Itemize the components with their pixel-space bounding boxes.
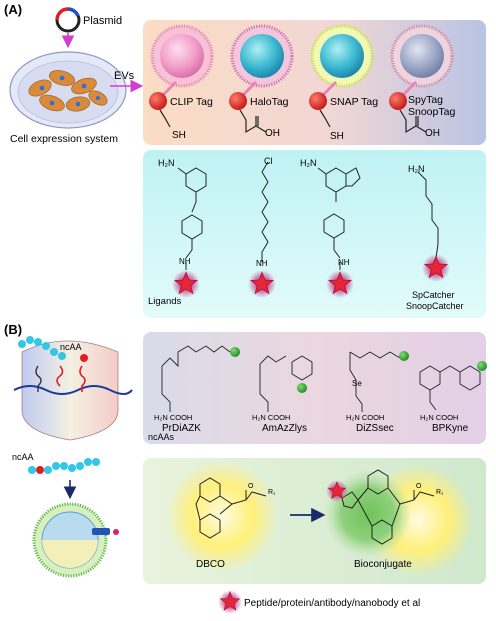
snap-ligand-structure — [317, 167, 361, 270]
ev-spytag-snooptag — [389, 24, 454, 134]
dbco-oxygen: O — [248, 483, 254, 490]
dizssec-se-atom: Se — [352, 379, 362, 388]
tag-4-group: OH — [425, 128, 440, 139]
spcatcher-name-2: SnoopCatcher — [406, 301, 464, 311]
spcatcher-structure — [417, 171, 439, 259]
clip-ligand-structure — [177, 167, 207, 270]
amazzlys-aa-group: H₂N COOH — [252, 413, 290, 422]
tag-1-group: SH — [172, 130, 186, 141]
bioconjugate-structure — [341, 469, 435, 545]
dbco-structure — [195, 477, 267, 539]
snap-ligand-nh: NH — [338, 258, 350, 267]
bioconjugate-label: Bioconjugate — [354, 559, 412, 570]
tag-1-name: CLIP Tag — [170, 96, 213, 108]
spcatcher-star — [422, 254, 450, 282]
bpkyne-structure — [419, 365, 481, 411]
dbco-r1: R₁ — [268, 489, 276, 496]
ncaa-3-name: DiZSsec — [356, 423, 394, 434]
ncaa-1-name: PrDiAZK — [162, 423, 201, 434]
panel-b-label: (B) — [4, 322, 22, 337]
ribosome-illustration — [13, 340, 133, 441]
dizssec-aa-group: H₂N COOH — [346, 413, 384, 422]
dbco-label: DBCO — [196, 559, 225, 570]
ncaa-4-name: BPKyne — [432, 423, 469, 434]
ligands-caption: Ligands — [148, 296, 182, 307]
prdiazk-aa-group: H₂N COOH — [154, 413, 192, 422]
dbco-glow — [166, 460, 278, 572]
amazzlys-structure — [259, 355, 313, 412]
snap-ligand-star — [326, 270, 354, 298]
halo-ligand-nh: NH — [256, 259, 268, 268]
clip-ligand-amine: H₂N — [158, 158, 175, 168]
cell-expression-label: Cell expression system — [10, 133, 118, 145]
tag-4-name-2: SnoopTag — [408, 106, 455, 118]
ev-halotag — [229, 24, 294, 134]
ncaa-2-name: AmAzZlys — [262, 423, 307, 434]
prdiazk-probe-dot — [230, 347, 240, 357]
tag-2-name: HaloTag — [250, 96, 289, 108]
engineered-ev — [32, 502, 119, 578]
dizssec-probe-dot — [399, 351, 409, 361]
amazzlys-probe-dot — [297, 383, 307, 393]
tag-3-group: SH — [330, 131, 344, 142]
bpkyne-aa-group: H₂N COOH — [420, 413, 458, 422]
ligand-panel — [143, 150, 486, 318]
bioconjugate-r1: R₁ — [436, 489, 444, 496]
legend-text: Peptide/protein/antibody/nanobody et al — [244, 598, 420, 609]
legend-star-icon — [218, 590, 242, 614]
plasmid-icon — [55, 7, 81, 33]
bioconjugate-oxygen: O — [416, 483, 422, 490]
peptide-chain-bottom — [28, 458, 100, 474]
bpkyne-probe-dot — [477, 361, 487, 371]
bioconjugate-star — [326, 480, 348, 502]
dizssec-structure — [349, 351, 401, 412]
ncaa-label-top: ncAA — [60, 342, 82, 352]
evs-label: EVs — [114, 70, 135, 82]
ncaa-bottom-dot — [36, 466, 44, 474]
peptide-chain-top — [18, 336, 66, 360]
halo-ligand-star — [248, 270, 276, 298]
ncaa-top-dot — [80, 354, 88, 362]
tag-2-group: OH — [265, 128, 280, 139]
ev-snap-tag — [309, 24, 374, 128]
clip-ligand-star — [172, 270, 200, 298]
ncaa-label-bottom: ncAA — [12, 452, 34, 462]
cell-illustration — [9, 51, 127, 129]
spcatcher-amine: H₂N — [408, 164, 425, 174]
panel-a-label: (A) — [4, 2, 22, 17]
ncaa-panel — [143, 332, 486, 444]
clip-ligand-nh: NH — [179, 257, 191, 266]
halo-ligand-chloride: Cl — [264, 156, 273, 166]
ncaas-caption: ncAAs — [148, 432, 175, 442]
prdiazk-structure — [161, 345, 231, 412]
plasmid-label: Plasmid — [83, 15, 122, 27]
halo-ligand-structure — [261, 161, 269, 262]
snap-ligand-amine: H₂N — [300, 158, 317, 168]
tag-4-name: SpyTag — [408, 94, 443, 106]
ev-clip-tag — [149, 24, 214, 128]
tag-3-name: SNAP Tag — [330, 96, 378, 108]
spcatcher-name: SpCatcher — [412, 290, 455, 300]
